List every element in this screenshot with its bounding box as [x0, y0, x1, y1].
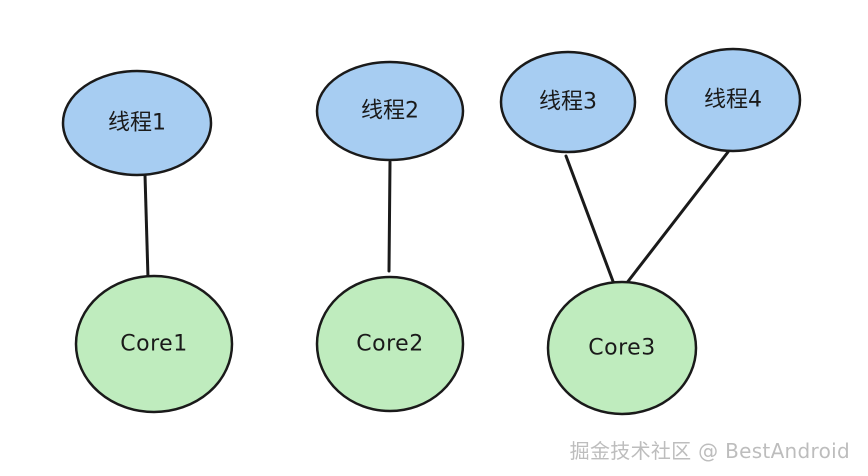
core-node-1: Core1 [74, 274, 234, 414]
thread-ellipse-3 [499, 50, 637, 154]
core-node-2: Core2 [315, 275, 465, 413]
thread-node-3: 线程3 [499, 50, 637, 154]
thread-node-1: 线程1 [61, 69, 213, 177]
thread-label-3: 线程3 [539, 90, 597, 115]
core-node-3: Core3 [546, 280, 698, 416]
core-label-2: Core2 [356, 332, 423, 357]
thread-node-4: 线程4 [664, 47, 802, 153]
thread-node-2: 线程2 [315, 60, 465, 162]
thread-ellipse-4 [664, 47, 802, 153]
thread-ellipse-2 [315, 60, 465, 162]
core-ellipse-2 [315, 275, 465, 413]
edge-t2-c2 [387, 160, 392, 273]
thread-label-1: 线程1 [108, 111, 166, 136]
edge-t1-c1 [143, 173, 150, 280]
core-ellipse-1 [74, 274, 234, 414]
core-ellipse-3 [546, 280, 698, 416]
edge-t4-c3 [624, 150, 730, 286]
thread-ellipse-1 [61, 69, 213, 177]
watermark-text: 掘金技术社区 @ BestAndroid [569, 439, 850, 463]
core-label-3: Core3 [588, 336, 655, 361]
thread-label-4: 线程4 [704, 88, 762, 113]
edge-t3-c3 [564, 154, 616, 286]
edges-layer [143, 150, 730, 286]
thread-label-2: 线程2 [361, 99, 419, 124]
core-label-1: Core1 [120, 332, 187, 357]
